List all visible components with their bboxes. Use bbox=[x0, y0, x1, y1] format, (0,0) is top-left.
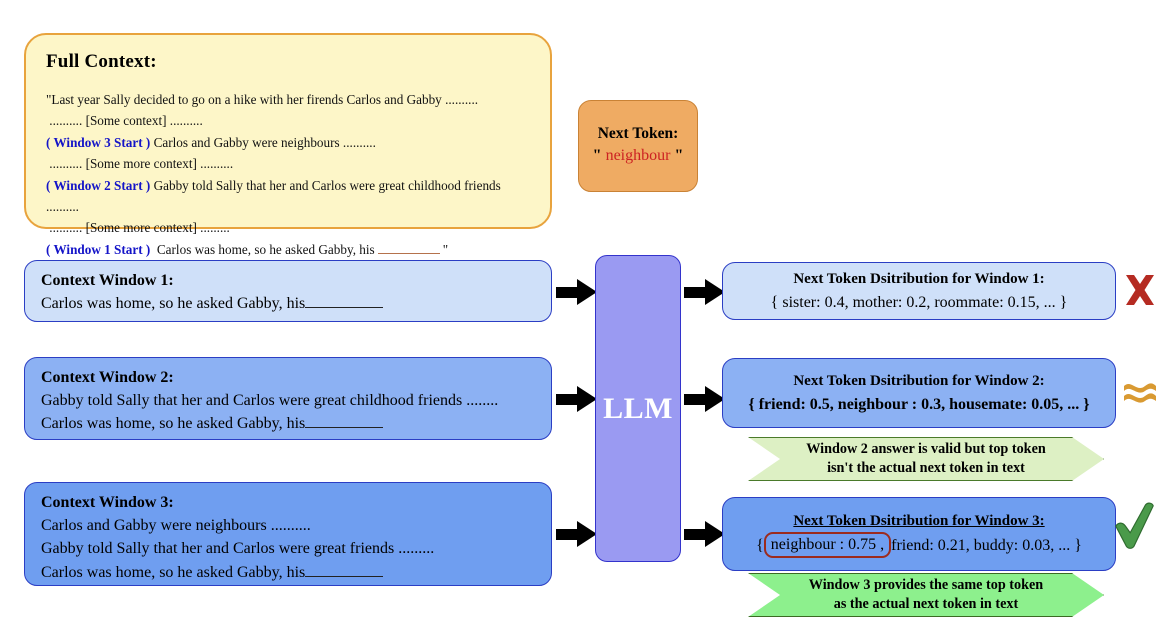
full-context-line: "Last year Sally decided to go on a hike… bbox=[46, 89, 530, 110]
arrow-window3-to-llm bbox=[556, 521, 598, 547]
context-window-2-line: Carlos was home, so he asked Gabby, his bbox=[41, 412, 537, 435]
blank-underline bbox=[305, 565, 384, 577]
window-1-start-tag: ( Window 1 Start ) bbox=[46, 241, 151, 257]
context-window-3-line: Gabby told Sally that her and Carlos wer… bbox=[41, 540, 435, 558]
context-window-3-box: Context Window 3: Carlos and Gabby were … bbox=[24, 482, 552, 586]
context-window-2-box: Context Window 2: Gabby told Sally that … bbox=[24, 357, 552, 440]
banner-window-3-line2: as the actual next token in text bbox=[833, 596, 1019, 612]
next-token-box: Next Token: " neighbour " bbox=[578, 100, 698, 192]
distribution-window-1-box: Next Token Dsitribution for Window 1: { … bbox=[722, 262, 1116, 320]
context-window-3-text: Carlos was home, so he asked Gabby, his bbox=[41, 563, 306, 581]
distribution-window-2-title: Next Token Dsitribution for Window 2: bbox=[793, 373, 1045, 390]
distribution-body-prefix: { bbox=[756, 536, 764, 554]
top-token-highlight: neighbour : 0.75 , bbox=[763, 532, 892, 559]
full-context-line: .......... [Some context] .......... bbox=[46, 110, 530, 131]
arrow-llm-to-distribution3 bbox=[684, 521, 726, 547]
next-token-value: " neighbour " bbox=[593, 145, 684, 167]
full-context-line-text: Carlos and Gabby were neighbours .......… bbox=[150, 134, 376, 150]
arrow-window2-to-llm bbox=[556, 386, 598, 412]
distribution-window-1-title: Next Token Dsitribution for Window 1: bbox=[793, 271, 1045, 288]
next-token-text: neighbour bbox=[605, 147, 671, 165]
full-context-line-text: "Last year Sally decided to go on a hike… bbox=[46, 92, 479, 107]
full-context-line-text: .......... [Some more context] ......... bbox=[46, 220, 230, 236]
full-context-line-text: .......... [Some more context] .........… bbox=[46, 156, 234, 172]
distribution-window-3-body: {neighbour : 0.75 , friend: 0.21, buddy:… bbox=[756, 532, 1082, 559]
banner-window-2-line2: isn't the actual next token in text bbox=[827, 460, 1025, 476]
context-window-3-line: Carlos and Gabby were neighbours .......… bbox=[41, 517, 311, 535]
blank-underline bbox=[305, 416, 384, 429]
full-context-line: .......... [Some more context] ......... bbox=[46, 217, 530, 238]
banner-window-2-line1: Window 2 answer is valid but top token bbox=[806, 440, 1046, 457]
distribution-body-suffix: friend: 0.21, buddy: 0.03, ... } bbox=[891, 536, 1082, 554]
context-window-1-text: Carlos was home, so he asked Gabby, his bbox=[41, 295, 306, 313]
context-window-2-title: Context Window 2: bbox=[41, 369, 174, 386]
distribution-window-3-box: Next Token Dsitribution for Window 3: {n… bbox=[722, 497, 1116, 571]
arrow-llm-to-distribution1 bbox=[684, 279, 726, 305]
full-context-line-text: Gabby told Sally that her and Carlos wer… bbox=[46, 177, 508, 214]
llm-label: LLM bbox=[603, 391, 673, 425]
closing-quote: " bbox=[442, 241, 449, 257]
full-context-last-line-text: Carlos was home, so he asked Gabby, his bbox=[150, 241, 375, 257]
distribution-window-2-body: { friend: 0.5, neighbour : 0.3, housemat… bbox=[748, 395, 1090, 413]
context-window-2-text: Carlos was home, so he asked Gabby, his bbox=[41, 415, 306, 433]
distribution-window-2-box: Next Token Dsitribution for Window 2: { … bbox=[722, 358, 1116, 428]
full-context-line: ( Window 1 Start ) Carlos was home, so h… bbox=[46, 239, 530, 260]
arrow-window1-to-llm bbox=[556, 279, 598, 305]
full-context-line: ( Window 3 Start ) Carlos and Gabby were… bbox=[46, 132, 530, 153]
full-context-line-text: .......... [Some context] .......... bbox=[46, 113, 203, 129]
context-window-3-title: Context Window 3: bbox=[41, 494, 174, 511]
blank-underline bbox=[305, 296, 384, 309]
full-context-title: Full Context: bbox=[46, 51, 157, 72]
distribution-window-1-body: { sister: 0.4, mother: 0.2, roommate: 0.… bbox=[770, 293, 1068, 311]
quote-close: " bbox=[674, 147, 684, 165]
window-3-start-tag: ( Window 3 Start ) bbox=[46, 134, 151, 150]
banner-window-3-note: Window 3 provides the same top token as … bbox=[748, 573, 1104, 617]
banner-window-3-line1: Window 3 provides the same top token bbox=[808, 576, 1044, 593]
context-window-1-title: Context Window 1: bbox=[41, 272, 174, 289]
quote-open: " bbox=[592, 147, 602, 165]
banner-window-2-note: Window 2 answer is valid but top token i… bbox=[748, 437, 1104, 481]
arrow-llm-to-distribution2 bbox=[684, 386, 726, 412]
context-window-1-line: Carlos was home, so he asked Gabby, his bbox=[41, 292, 537, 315]
context-window-1-box: Context Window 1: Carlos was home, so he… bbox=[24, 260, 552, 322]
llm-box: LLM bbox=[595, 255, 681, 562]
next-token-label: Next Token: bbox=[597, 125, 679, 143]
full-context-line: .......... [Some more context] .........… bbox=[46, 153, 530, 174]
full-context-line: ( Window 2 Start ) Gabby told Sally that… bbox=[46, 175, 530, 218]
window-2-start-tag: ( Window 2 Start ) bbox=[46, 177, 151, 193]
distribution-window-3-title: Next Token Dsitribution for Window 3: bbox=[793, 512, 1045, 529]
full-context-panel: Full Context: "Last year Sally decided t… bbox=[24, 33, 552, 257]
blank-underline bbox=[377, 242, 440, 254]
check-icon bbox=[1110, 502, 1158, 550]
context-window-3-line: Carlos was home, so he asked Gabby, his bbox=[41, 561, 537, 584]
context-window-2-line: Gabby told Sally that her and Carlos wer… bbox=[41, 392, 499, 410]
approx-icon bbox=[1116, 368, 1164, 416]
cross-icon bbox=[1116, 266, 1164, 314]
